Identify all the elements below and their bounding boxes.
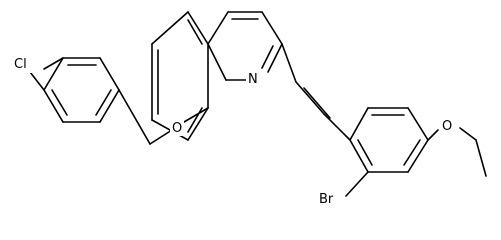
atom-label-o-benzyloxy: O	[170, 120, 184, 136]
svg-text:N: N	[248, 72, 258, 87]
chlorophenyl-ring	[43, 57, 120, 123]
molecule-drawing: Cl O N Br O	[12, 11, 487, 208]
c-br-bond	[345, 171, 369, 197]
quinoline-benzo-ring	[151, 11, 209, 141]
structure-canvas: Cl O N Br O	[12, 11, 487, 208]
c-cl-bond	[29, 71, 45, 91]
atom-label-n-quinoline: N	[246, 70, 262, 88]
atom-label-o-ethoxy: O	[440, 118, 454, 134]
svg-text:O: O	[442, 119, 452, 134]
bromoethoxyphenyl-ring	[349, 107, 429, 173]
svg-text:O: O	[172, 121, 182, 136]
benzyl-ether-linker	[118, 89, 209, 145]
svg-text:Cl: Cl	[14, 57, 27, 72]
atom-label-cl: Cl	[12, 55, 34, 73]
quinoline-pyridine-ring	[207, 11, 283, 81]
vinyl-linker	[281, 43, 351, 141]
ethoxy-group	[427, 127, 487, 177]
svg-text:Br: Br	[319, 192, 334, 207]
atom-label-br: Br	[318, 190, 342, 208]
